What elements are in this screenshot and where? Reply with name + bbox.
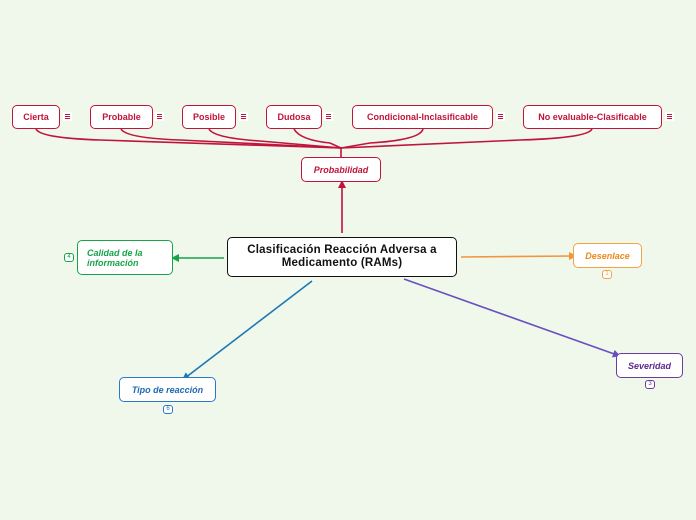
node-label: Cierta (23, 112, 49, 122)
node-label: Probable (102, 112, 141, 122)
node-label: No evaluable-Clasificable (538, 112, 647, 122)
link-severidad (403, 278, 621, 358)
node-label: Desenlace (585, 250, 630, 261)
node-label: Posible (192, 112, 225, 122)
count-badge[interactable]: 1 (602, 270, 612, 279)
node-severidad[interactable]: Severidad (616, 353, 683, 378)
notes-icon[interactable] (155, 112, 164, 121)
notes-icon[interactable] (496, 112, 505, 121)
link-cierta (35, 128, 342, 149)
node-posible[interactable]: Posible (182, 105, 236, 129)
node-label: Dudosa (277, 112, 311, 122)
count-badge[interactable]: 3 (645, 380, 655, 389)
central-title: Clasificación Reacción Adversa a Medicam… (247, 244, 437, 269)
notes-icon[interactable] (324, 112, 333, 121)
link-condicional (340, 128, 424, 149)
link-dudosa (293, 128, 342, 149)
count-badge[interactable]: 6 (163, 405, 173, 414)
node-label: Condicional-Inclasificable (366, 112, 479, 122)
central-topic[interactable]: Clasificación Reacción Adversa a Medicam… (227, 237, 457, 277)
link-probable (120, 128, 342, 149)
node-probable[interactable]: Probable (90, 105, 153, 129)
node-tipo-reaccion[interactable]: Tipo de reacción (119, 377, 216, 402)
node-dudosa[interactable]: Dudosa (266, 105, 322, 129)
link-desenlace (460, 252, 577, 261)
notes-icon[interactable] (63, 112, 72, 121)
link-tipo (181, 280, 313, 381)
notes-icon[interactable] (665, 112, 674, 121)
link-no-evaluable (340, 128, 593, 149)
notes-icon[interactable] (239, 112, 248, 121)
node-label: Probabilidad (313, 164, 369, 175)
node-label: Calidad de la información (87, 247, 143, 268)
count-badge[interactable]: 4 (64, 253, 74, 262)
node-no-evaluable-clasificable[interactable]: No evaluable-Clasificable (523, 105, 662, 129)
node-label: Tipo de reacción (131, 384, 204, 395)
node-desenlace[interactable]: Desenlace (573, 243, 642, 268)
node-cierta[interactable]: Cierta (12, 105, 60, 129)
link-posible (208, 128, 342, 149)
node-probabilidad[interactable]: Probabilidad (301, 157, 381, 182)
node-label: Severidad (627, 360, 672, 371)
node-condicional-inclasificable[interactable]: Condicional-Inclasificable (352, 105, 493, 129)
node-calidad-informacion[interactable]: Calidad de la información (77, 240, 173, 275)
